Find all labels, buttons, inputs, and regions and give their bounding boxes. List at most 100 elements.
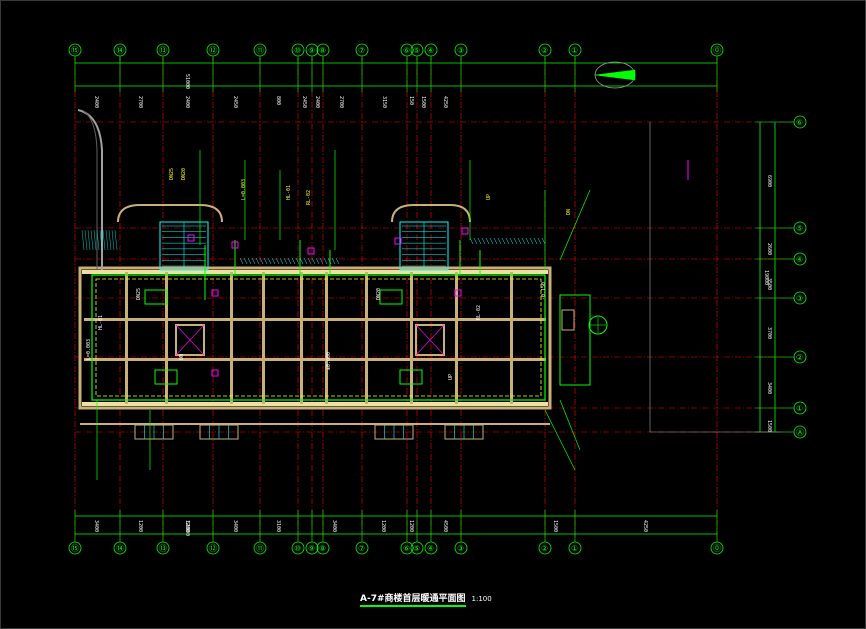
interior-wall (410, 272, 413, 404)
axis-bubble-bottom-label: ⑪ (256, 544, 264, 553)
axis-bubble-right-label: ② (796, 353, 803, 362)
corridor-hatch (529, 237, 534, 245)
corridor-hatch (533, 237, 538, 245)
corridor-hatch (525, 237, 530, 245)
corridor-hatch (291, 257, 296, 265)
corridor-hatch (84, 229, 88, 251)
corridor-hatch (275, 257, 280, 265)
interior-wall (84, 358, 546, 361)
corridor-hatch (513, 237, 518, 245)
dimension-segment-top: 2450 (232, 96, 238, 108)
pipe-annotation: -0.150 (541, 282, 547, 300)
corridor-hatch (239, 257, 244, 265)
dimension-segment-top: 2700 (338, 96, 344, 108)
dimension-segment-top: 2400 (184, 96, 190, 108)
interior-wall (455, 272, 458, 404)
interior-wall (125, 272, 128, 404)
dimension-segment-top: 150 (408, 96, 414, 105)
axis-bubble-top-label: ⓪ (713, 46, 721, 55)
interior-wall (84, 318, 546, 321)
corridor-hatch (541, 237, 546, 245)
hvac-equipment (307, 247, 315, 255)
corridor-hatch (93, 229, 97, 251)
hvac-equipment (187, 234, 195, 242)
dimension-segment-bottom: 3100 (275, 520, 281, 532)
exhaust-duct-west-inner (81, 109, 98, 270)
dimension-segment-right: 3500 (766, 278, 772, 290)
dimension-segment-bottom: 3400 (93, 520, 99, 532)
axis-bubble-top-label: ⑧ (319, 46, 326, 55)
corridor-hatch (96, 229, 100, 251)
corridor-hatch (485, 237, 490, 245)
dimension-segment-top: 2400 (314, 96, 320, 108)
dimension-total-top: 51000 (184, 74, 190, 89)
axis-bubble-bottom-label: ⑩ (294, 544, 301, 553)
axis-bubble-bottom-label: ④ (427, 544, 434, 553)
axis-bubble-bottom-label: ⑬ (159, 544, 167, 553)
corridor-hatch (87, 229, 91, 251)
axis-bubble-top-label: ② (541, 46, 548, 55)
pipe-annotation: RL-02 (476, 305, 482, 320)
axis-bubble-top-label: ⑥ (403, 46, 410, 55)
corridor-hatch (251, 257, 256, 265)
interior-wall (510, 272, 513, 404)
corridor-hatch (481, 237, 486, 245)
corridor-hatch (295, 257, 300, 265)
corridor-hatch (537, 237, 542, 245)
hvac-equipment (454, 289, 462, 297)
axis-bubble-top-label: ⑨ (308, 46, 315, 55)
corridor-hatch (99, 229, 103, 251)
elevator-cross (175, 324, 205, 356)
axis-bubble-top-label: ④ (427, 46, 434, 55)
corridor-hatch (327, 257, 332, 265)
corridor-hatch (493, 237, 498, 245)
corridor-hatch (267, 257, 272, 265)
dimension-segment-right: 3400 (766, 382, 772, 394)
axis-bubble-right-label: ④ (796, 255, 803, 264)
heating-loop-main (91, 274, 546, 401)
annotation-leader (559, 399, 581, 451)
axis-bubble-top-label: ⑦ (358, 46, 365, 55)
axis-bubble-bottom-label: ⑭ (116, 544, 124, 553)
axis-bubble-bottom-label: ⑫ (209, 544, 217, 553)
pipe-annotation: DN20 (376, 288, 382, 300)
stair-bay-east (391, 204, 471, 223)
axis-bubble-bottom-label: ⑤ (413, 544, 420, 553)
building-outer-wall (78, 266, 552, 410)
axis-bubble-bottom-label: ⑥ (403, 544, 410, 553)
corridor-hatch (311, 257, 316, 265)
axis-bubble-bottom-label: ⑨ (308, 544, 315, 553)
corridor-hatch (259, 257, 264, 265)
axis-bubble-right-label: Ⓐ (796, 428, 804, 437)
axis-bubble-top-label: ⑫ (209, 46, 217, 55)
interior-wall (262, 272, 265, 404)
corridor-hatch (271, 257, 276, 265)
pipe-annotation: ±0.000 (326, 352, 332, 370)
callout-text: DN (566, 209, 572, 215)
interior-wall (165, 272, 168, 404)
dimension-segment-top: 4250 (442, 96, 448, 108)
dimension-segment-bottom: 3400 (331, 520, 337, 532)
elevator-shaft (415, 324, 445, 356)
interior-wall (230, 272, 233, 404)
annotation-leader (559, 189, 591, 261)
corridor-hatch (509, 237, 514, 245)
corridor-hatch (108, 229, 112, 251)
dimension-segment-right: 1500 (766, 420, 772, 432)
corridor-hatch (505, 237, 510, 245)
interior-wall (300, 272, 303, 404)
axis-bubble-bottom-label: ⓪ (713, 544, 721, 553)
interior-wall (365, 272, 368, 404)
hvac-equipment (211, 369, 219, 377)
corridor-hatch (102, 229, 106, 251)
axis-bubble-right-label: ③ (796, 294, 803, 303)
corridor-hatch (469, 237, 474, 245)
stair-bay-west (117, 204, 223, 223)
corridor-hatch (114, 229, 118, 251)
dimension-segment-top: 2450 (301, 96, 307, 108)
corridor-hatch (81, 229, 85, 251)
dimension-segment-top: 1500 (420, 96, 426, 108)
drawing-title-block: A-7#商楼首层暖通平面图 1:100 (360, 591, 492, 607)
callout-text: L=0.003 (241, 179, 247, 200)
hvac-equipment (394, 237, 402, 245)
